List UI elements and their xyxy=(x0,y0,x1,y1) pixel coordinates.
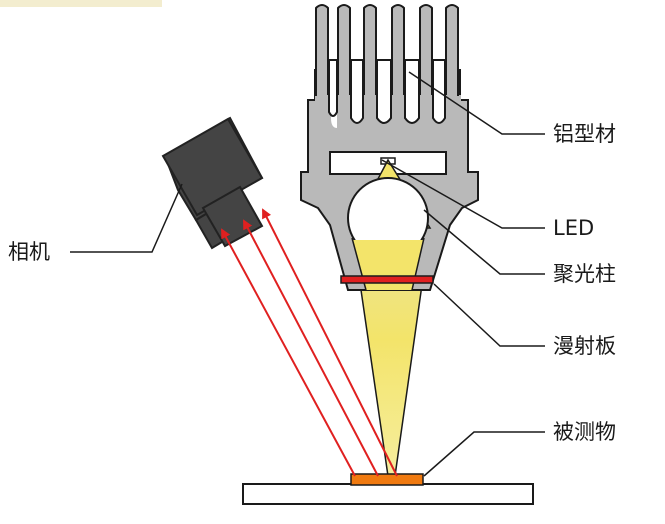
label-object: 被测物 xyxy=(553,420,616,444)
leader-aluminum xyxy=(408,71,545,135)
leader-lines xyxy=(70,71,545,477)
test-object xyxy=(350,473,424,486)
base-plate xyxy=(242,483,534,505)
label-light-rod: 聚光柱 xyxy=(553,262,616,286)
reflected-rays xyxy=(221,208,398,477)
leader-light-rod xyxy=(423,209,545,275)
camera-silhouette xyxy=(161,117,264,248)
label-aluminum: 铝型材 xyxy=(553,122,616,146)
leader-led xyxy=(381,159,545,229)
corner-tab xyxy=(0,0,162,7)
label-led: LED xyxy=(553,216,594,240)
label-diffuser: 漫射板 xyxy=(553,334,616,358)
fin-tips xyxy=(315,8,459,96)
leader-diffuser xyxy=(433,283,545,347)
diffuser-plate xyxy=(340,275,434,284)
leader-object xyxy=(423,431,545,477)
leader-camera xyxy=(70,183,183,253)
label-camera: 相机 xyxy=(8,240,50,264)
